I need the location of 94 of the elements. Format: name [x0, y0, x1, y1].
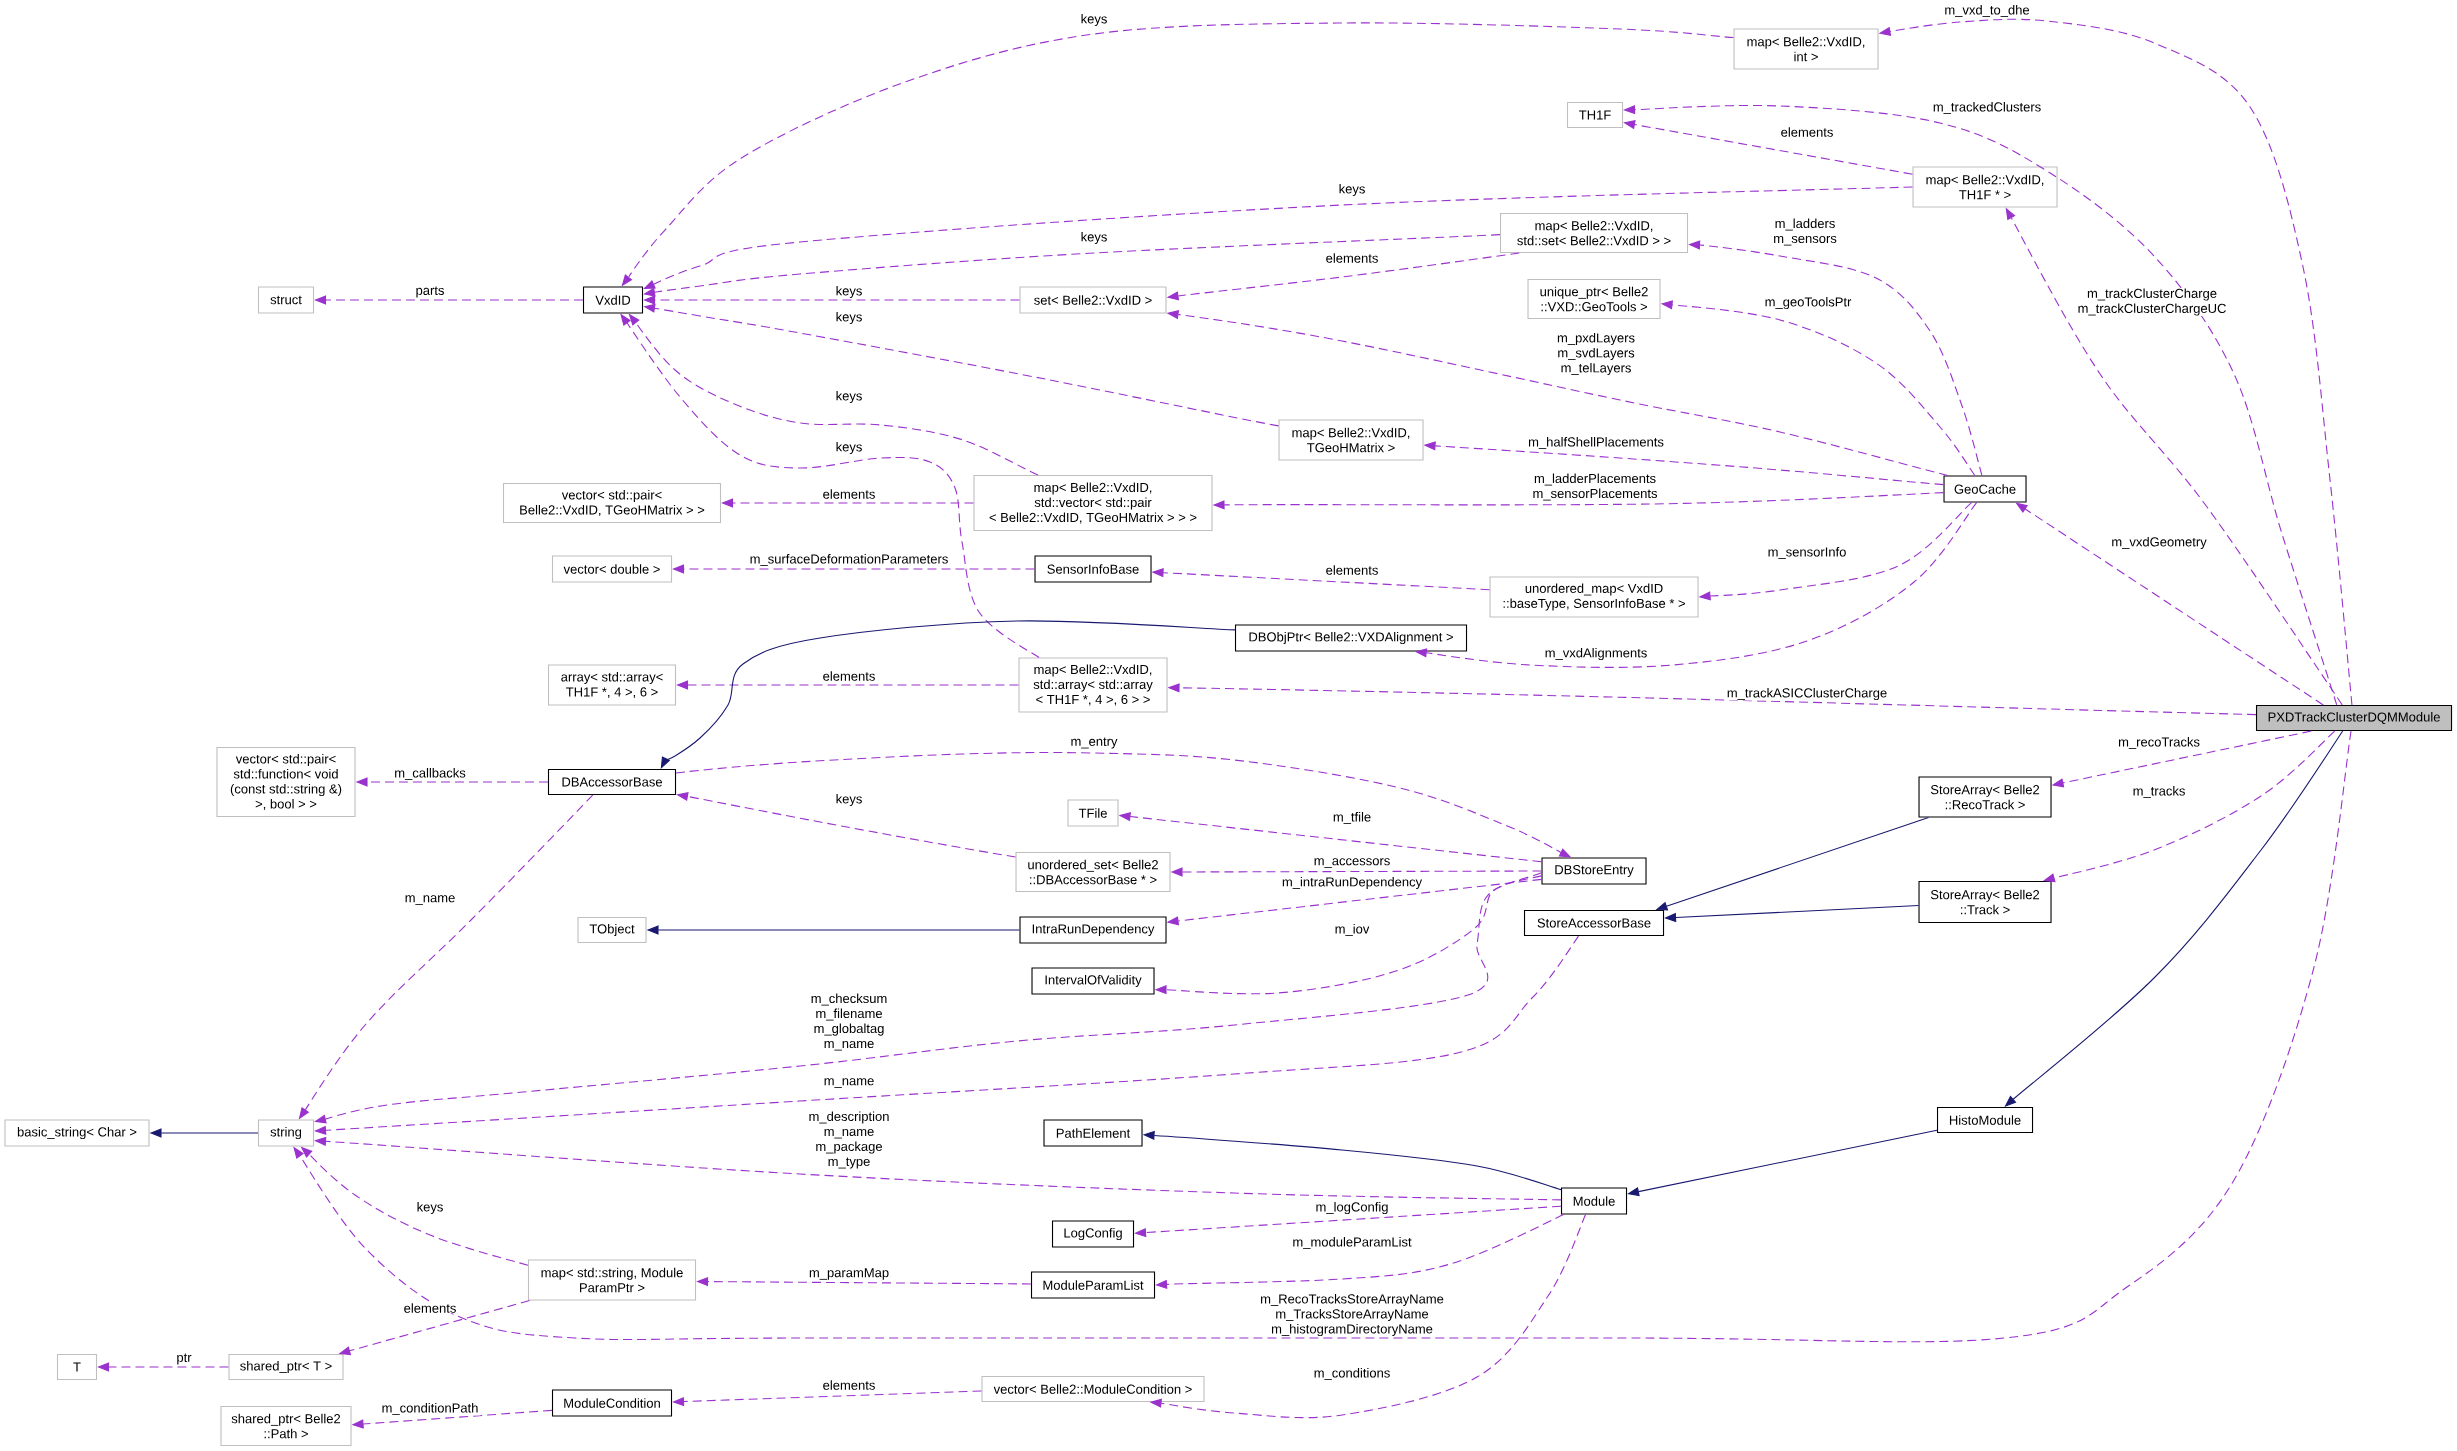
edge-label: m_description m_name m_package m_type [806, 1110, 892, 1170]
edge-label: m_ladders m_sensors [1771, 218, 1839, 246]
class-box: T [56, 1353, 98, 1381]
edge-label: elements [1323, 252, 1381, 264]
class-box: unique_ptr< Belle2 ::VXD::GeoTools > [1527, 278, 1661, 320]
class-box: DBObjPtr< Belle2::VXDAlignment > [1234, 624, 1468, 652]
edge-label: m_logConfig [1313, 1201, 1391, 1215]
class-box: TFile [1067, 799, 1119, 827]
class-box: StoreAccessorBase [1523, 909, 1665, 937]
class-box: StoreArray< Belle2 ::Track > [1918, 880, 2052, 924]
edge-label: m_iov [1332, 923, 1372, 937]
class-box: SensorInfoBase [1034, 555, 1152, 583]
class-box: shared_ptr< T > [228, 1353, 344, 1381]
edge-label: elements [1778, 126, 1836, 138]
edge-label: m_pxdLayers m_svdLayers m_telLayers [1555, 332, 1637, 376]
class-box: ModuleCondition [551, 1389, 673, 1417]
edge-label: elements [401, 1302, 459, 1314]
edge-label: m_conditionPath [379, 1402, 481, 1416]
edge-label: m_halfShellPlacements [1526, 436, 1666, 450]
edge-label: m_geoToolsPtr [1761, 296, 1855, 310]
edge-label: m_tracks [2130, 785, 2188, 799]
class-box: map< Belle2::VxdID, TH1F * > [1912, 166, 2058, 208]
class-box: unordered_map< VxdID ::baseType, SensorInfoBase * > [1489, 576, 1699, 618]
edge-label: elements [820, 1379, 878, 1391]
class-box: shared_ptr< Belle2 ::Path > [220, 1405, 352, 1447]
class-box: unordered_set< Belle2 ::DBAccessorBase * > [1015, 851, 1171, 893]
edge-label: m_tfile [1330, 811, 1374, 825]
edge-label: m_trackClusterCharge m_trackClusterChargeUC [2075, 287, 2229, 317]
edge-label: m_accessors [1311, 857, 1393, 869]
class-box: vector< std::pair< Belle2::VxdID, TGeoHMatrix > > [502, 482, 722, 524]
class-box: ModuleParamList [1030, 1271, 1156, 1299]
edge-label: m_surfaceDeformationParameters [747, 553, 951, 567]
edge-label: keys [833, 793, 865, 807]
class-box: DBStoreEntry [1541, 857, 1647, 885]
class-box: vector< double > [551, 555, 673, 583]
edge-label: elements [1323, 564, 1381, 576]
class-box: GeoCache [1943, 475, 2027, 503]
edge-label: m_callbacks [392, 767, 468, 781]
class-box: struct [257, 286, 315, 314]
class-box: VxdID [582, 286, 644, 314]
edge-label: m_conditions [1311, 1367, 1393, 1381]
edge-label: keys [1336, 183, 1368, 197]
edge-label: keys [833, 441, 865, 455]
edge-label: keys [414, 1201, 446, 1215]
class-box: PathElement [1043, 1119, 1143, 1147]
edge-label: elements [820, 488, 878, 500]
class-box: TObject [577, 916, 647, 944]
edge-label: keys [833, 285, 865, 299]
edge-label: m_recoTracks [2115, 736, 2203, 750]
edge-label: keys [1078, 231, 1110, 245]
class-box: IntraRunDependency [1019, 916, 1167, 944]
class-box: map< Belle2::VxdID, std::array< std::array < TH1F *, 4 >, 6 > > [1018, 657, 1168, 713]
edge-label: m_vxdAlignments [1542, 647, 1650, 661]
class-box: vector< std::pair< std::function< void (const std::string &) >, bool > > [216, 746, 356, 818]
edge-label: ptr [174, 1352, 194, 1366]
class-box: array< std::array< TH1F *, 4 >, 6 > [547, 664, 677, 706]
class-box: IntervalOfValidity [1031, 967, 1155, 995]
edge-label: m_entry [1068, 736, 1120, 750]
edge-label: elements [820, 670, 878, 682]
dashed-arrow [293, 730, 2352, 1343]
class-box: DBAccessorBase [547, 768, 677, 796]
edge-label: m_name [821, 1077, 877, 1089]
edge-label: keys [1078, 13, 1110, 27]
class-box: map< Belle2::VxdID, int > [1733, 28, 1879, 70]
edge-label: m_sensorInfo [1765, 546, 1849, 560]
class-box: map< std::string, Module ParamPtr > [527, 1259, 697, 1301]
class-box: string [257, 1119, 315, 1147]
class-box: vector< Belle2::ModuleCondition > [981, 1375, 1205, 1403]
class-box: PXDTrackClusterDQMModule [2256, 704, 2453, 732]
edge-label: m_paramMap [806, 1267, 892, 1281]
edge-label: m_trackedClusters [1930, 101, 2044, 115]
class-box: map< Belle2::VxdID, std::vector< std::pair < Belle2::VxdID, TGeoHMatrix > > > [973, 474, 1213, 532]
class-box: TH1F [1566, 101, 1624, 129]
class-box: map< Belle2::VxdID, std::set< Belle2::VxdID > > [1499, 212, 1689, 254]
class-box: basic_string< Char > [4, 1119, 150, 1147]
edge-label: parts [413, 285, 447, 299]
edge-label: m_ladderPlacements m_sensorPlacements [1530, 473, 1660, 501]
edge-label: m_trackASICClusterCharge [1724, 687, 1890, 701]
edge-label: m_name [402, 894, 458, 906]
edge-label: keys [833, 311, 865, 325]
edge-label: m_vxdGeometry [2109, 536, 2209, 550]
edge-label: m_vxd_to_dhe [1942, 4, 2032, 18]
class-box: HistoModule [1936, 1106, 2034, 1134]
class-box: StoreArray< Belle2 ::RecoTrack > [1918, 776, 2052, 818]
edge-label: m_RecoTracksStoreArrayName m_TracksStoreArrayName m_histogramDirectoryName [1257, 1293, 1447, 1337]
edge-label: m_moduleParamList [1290, 1236, 1414, 1250]
class-box: map< Belle2::VxdID, TGeoHMatrix > [1278, 419, 1424, 461]
arrow [660, 620, 1236, 769]
edge-label: m_checksum m_filename m_globaltag m_name [808, 993, 890, 1051]
class-box: LogConfig [1051, 1220, 1135, 1248]
edge-label: keys [833, 390, 865, 404]
class-box: set< Belle2::VxdID > [1019, 286, 1167, 314]
edge-label: m_intraRunDependency [1279, 876, 1425, 890]
class-box: Module [1560, 1187, 1628, 1215]
